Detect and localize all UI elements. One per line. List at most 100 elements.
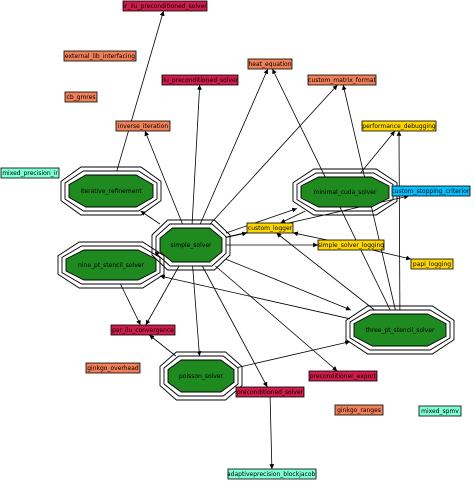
node-box (246, 222, 294, 234)
node-label: custom_stopping_criterion (391, 188, 470, 195)
node-minimal-cuda-solver: minimal_cuda_solver (292, 168, 398, 216)
edge-simple-solver-to-inverse-iteration (144, 130, 183, 225)
node-label: cb_gmres (67, 94, 96, 101)
edge-three-pt-stencil-solver-to-performance-debugging (396, 130, 402, 311)
node-octagon (353, 313, 447, 347)
edge-simple-solver-to-ilu-preconditioned-solver (191, 84, 202, 225)
node-heat-equation: heat_equation (247, 58, 293, 70)
node-inverse-iteration: inverse_iteration (115, 120, 171, 132)
node-box (227, 468, 317, 480)
edge-poisson-solver-to-par-ilu-convergence (149, 334, 177, 357)
edge-three-pt-stencil-solver-to-nine-pt-stencil-solver (159, 274, 351, 320)
node-outline-ring (61, 245, 161, 285)
node-box (235, 386, 305, 398)
node-label: mixed_spmv (421, 408, 459, 415)
node-mixed-precision-ir: mixed_precision_ir (0, 167, 60, 179)
edge-simple-solver-to-poisson-solver (192, 265, 202, 357)
node-box (307, 74, 377, 86)
node-outline-ring (151, 219, 231, 271)
node-box (161, 74, 239, 86)
node-box (63, 50, 137, 62)
node-label: mixed_precision_ir (2, 170, 58, 177)
node-simple-solver-logging: simple_solver_logging (317, 239, 385, 251)
node-label: par_ilu_convergence (112, 327, 174, 334)
node-label: poisson_solver (179, 373, 224, 380)
node-papi-logging: papi_logging (410, 258, 454, 270)
node-octagon (65, 249, 157, 281)
node-par-ilu-convergence: par_ilu_convergence (110, 324, 176, 336)
node-outline-ring (296, 172, 394, 212)
node-outline-ring (60, 166, 162, 216)
node-box (115, 120, 171, 132)
node-label: minimal_cuda_solver (314, 189, 377, 196)
edges-layer (116, 10, 412, 470)
node-box (317, 239, 385, 251)
edge-simple-solver-logging-to-custom-logger (292, 231, 328, 241)
node-octagon (167, 359, 235, 393)
node-ginkgo-overhead: ginkgo_overhead (85, 362, 141, 374)
node-label: papi_logging (413, 261, 451, 268)
edge-three-pt-stencil-solver-to-custom-logger (276, 232, 375, 311)
node-label: preconditioned_solver (237, 389, 304, 396)
node-label: custom_matrix_format (308, 77, 376, 84)
edge-minimal-cuda-solver-to-custom-logger (280, 210, 306, 224)
node-label: three_pt_stencil_solver (366, 327, 435, 334)
edge-simple-solver-to-preconditioned-solver (201, 265, 268, 388)
node-box (0, 167, 60, 179)
node-box (361, 120, 437, 132)
node-box (247, 58, 293, 70)
node-label: iterative_refinement (80, 188, 142, 195)
node-iterative-refinement: iterative_refinement (60, 166, 162, 216)
node-outline-ring (155, 223, 227, 267)
node-simple-solver: simple_solver (151, 219, 231, 271)
node-box (410, 258, 454, 270)
node-box (122, 0, 208, 12)
node-box (391, 185, 471, 197)
edge-simple-solver-logging-to-papi-logging (372, 249, 412, 261)
node-label: nine_pt_stencil_solver (78, 262, 144, 269)
node-outline-ring (57, 241, 165, 289)
node-three-pt-stencil-solver: three_pt_stencil_solver (345, 305, 455, 355)
node-mixed-spmv: mixed_spmv (418, 405, 462, 417)
node-outline-ring (163, 355, 239, 397)
node-box (110, 324, 176, 336)
node-octagon (68, 174, 154, 208)
node-label: preconditioner_export (310, 373, 377, 380)
node-label: external_lib_interfacing (65, 53, 135, 60)
node-box (418, 405, 462, 417)
node-label: ilu_preconditioned_solver (162, 77, 239, 84)
node-box (308, 370, 378, 382)
node-preconditioned-solver: preconditioned_solver (235, 386, 305, 398)
node-custom-stopping-criterion: custom_stopping_criterion (391, 185, 471, 197)
node-outline-ring (64, 170, 158, 212)
node-label: custom_logger (248, 225, 293, 232)
node-label: adaptiveprecision_blockjacobi (227, 471, 317, 478)
edge-minimal-cuda-solver-to-performance-debugging (360, 130, 396, 174)
node-outline-ring (292, 168, 398, 216)
node-cb-gmres: cb_gmres (64, 91, 98, 103)
node-preconditioner-export: preconditioner_export (308, 370, 378, 382)
node-label: heat_equation (249, 61, 292, 68)
edge-iterative-refinement-to-ir-ilu-preconditioned-solver (116, 10, 165, 172)
node-label: inverse_iteration (118, 123, 169, 130)
node-label: performance_debugging (362, 123, 436, 130)
edge-nine-pt-stencil-solver-to-par-ilu-convergence (120, 283, 141, 326)
edge-simple-solver-to-minimal-cuda-solver (225, 207, 298, 234)
node-label: ginkgo_ranges (337, 407, 381, 414)
node-custom-matrix-format: custom_matrix_format (307, 74, 377, 86)
node-outline-ring (349, 309, 451, 351)
edge-preconditioned-solver-to-adaptiveprecision-blockjacobi (269, 396, 275, 470)
node-outline-ring (159, 351, 243, 401)
node-octagon (159, 227, 223, 263)
node-ginkgo-ranges: ginkgo_ranges (334, 404, 384, 416)
node-poisson-solver: poisson_solver (159, 351, 243, 401)
node-ilu-preconditioned-solver: ilu_preconditioned_solver (161, 74, 239, 86)
node-performance-debugging: performance_debugging (361, 120, 437, 132)
node-octagon (300, 176, 390, 208)
edge-simple-solver-to-preconditioner-export (215, 265, 338, 372)
edge-simple-solver-to-three-pt-stencil-solver (225, 258, 351, 311)
node-adaptiveprecision-blockjacobi: adaptiveprecision_blockjacobi (227, 468, 317, 480)
node-label: ginkgo_overhead (87, 365, 139, 372)
edge-simple-solver-to-par-ilu-convergence (145, 265, 180, 326)
